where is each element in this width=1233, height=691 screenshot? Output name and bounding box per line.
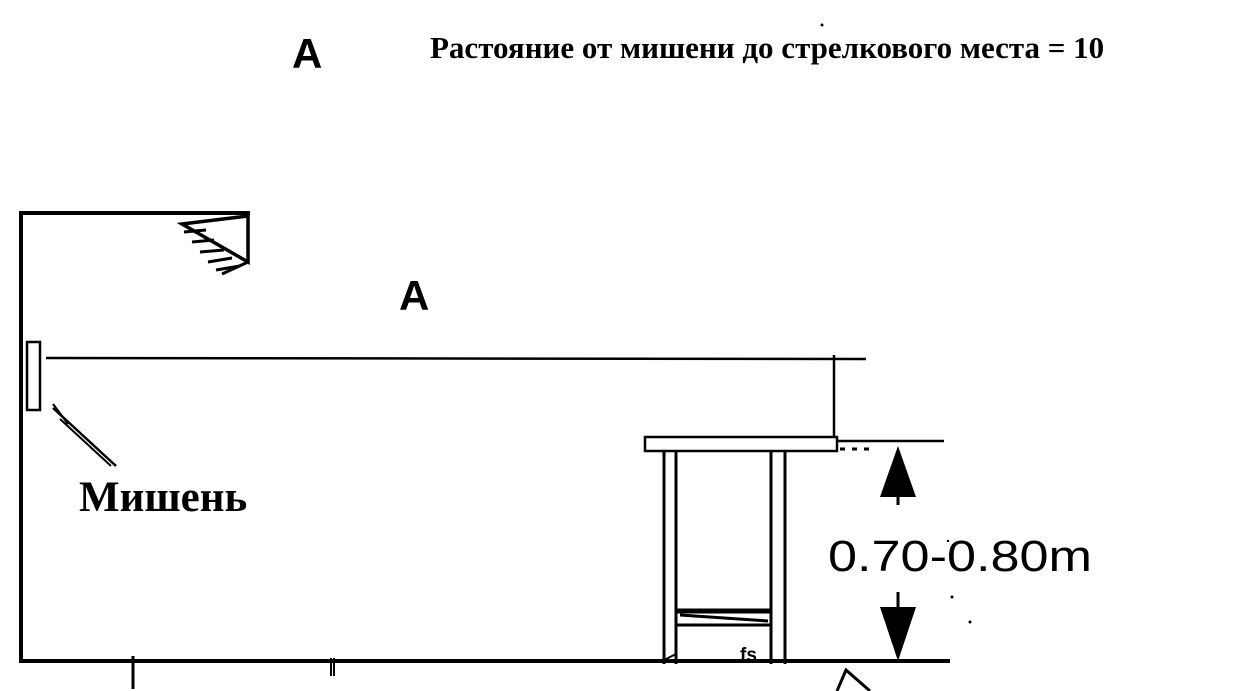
room-outline — [19, 211, 950, 689]
inner-mark: A — [399, 272, 429, 319]
ink-speck — [820, 23, 824, 27]
ceiling-lamp-icon — [176, 214, 250, 276]
arrow-up-icon — [880, 446, 916, 497]
page-title: Растояние от мишени до стрелкового места… — [430, 30, 1104, 65]
target-label: Мишень — [79, 474, 247, 521]
target-pointer-arrow-icon — [52, 403, 117, 467]
header-mark: A — [292, 30, 322, 77]
arrow-down-icon — [880, 607, 916, 661]
target-plate — [25, 340, 42, 412]
ink-speck — [968, 620, 972, 624]
line-of-fire — [45, 355, 867, 438]
ink-speck — [946, 539, 950, 543]
ink-speck — [950, 595, 954, 599]
shooting-table — [643, 435, 839, 664]
shooter-position-arrow-icon — [835, 667, 871, 691]
floor-mark: fs — [740, 645, 757, 666]
height-dimension — [836, 439, 972, 661]
height-label: 0.70-0.80m — [828, 532, 1092, 581]
